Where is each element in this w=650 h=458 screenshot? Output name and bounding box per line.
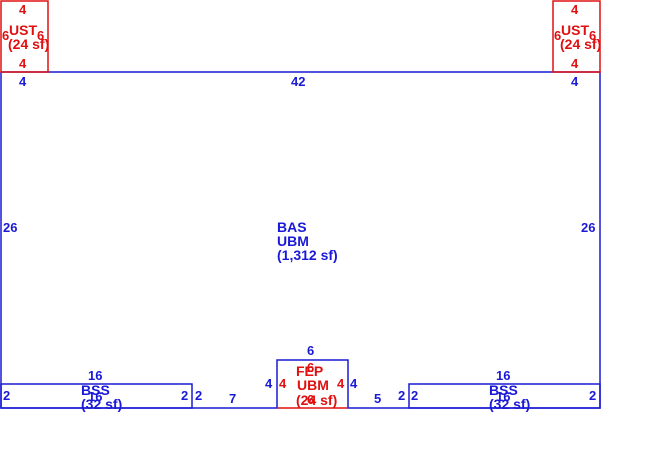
- bss-right-code-label: BSS: [489, 382, 518, 398]
- bottom-dim-left-inner: 2: [195, 388, 202, 403]
- bss-left-outline: [0, 383, 193, 409]
- bas-dim-top-right-seg: 4: [571, 74, 579, 89]
- fep-area-label: (24 sf): [296, 392, 337, 408]
- bas-type-label: UBM: [277, 233, 309, 249]
- bas-dim-top: 42: [291, 74, 305, 89]
- bss-left-dim-bottom: 16: [88, 389, 102, 404]
- ust-right-dim-bottom: 4: [571, 56, 579, 71]
- fep-dim-left-blue: 4: [265, 376, 273, 391]
- fep-dim-bottom: 6: [307, 392, 314, 407]
- ust-left-code-label: UST: [9, 22, 37, 38]
- ust-left-dim-right: 6: [37, 28, 44, 43]
- bottom-dim-right-inner: 2: [398, 388, 405, 403]
- bas-dim-top-left-seg: 4: [19, 74, 27, 89]
- ust-right-dim-left: 6: [554, 28, 561, 43]
- bas-dim-right: 26: [581, 220, 595, 235]
- fep-code-label: FEP: [296, 363, 323, 379]
- fep-type-label: UBM: [297, 377, 329, 393]
- ust-left-dim-top: 4: [19, 2, 27, 17]
- bss-right-area-label: (32 sf): [489, 396, 530, 412]
- ust-right-dim-top: 4: [571, 2, 579, 17]
- bss-right-dim-bottom: 16: [496, 389, 510, 404]
- fep-dim-left-red: 4: [279, 376, 287, 391]
- ust-right-outline: [552, 0, 601, 73]
- bss-left-dim-left: 2: [3, 388, 10, 403]
- bss-right-outline: [408, 383, 601, 409]
- bas-code-label: BAS: [277, 219, 307, 235]
- bss-left-area-label: (32 sf): [81, 396, 122, 412]
- fep-dim-right-blue: 4: [350, 376, 358, 391]
- ust-left-outline: [0, 0, 49, 73]
- fep-dim-top-blue: 6: [307, 343, 314, 358]
- bss-left-dim-top: 16: [88, 368, 102, 383]
- ust-right-code-label: UST: [561, 22, 589, 38]
- bss-right-dim-top: 16: [496, 368, 510, 383]
- bas-dim-left: 26: [3, 220, 17, 235]
- ust-right-dim-right: 6: [589, 28, 596, 43]
- ust-left-dim-left: 6: [2, 28, 9, 43]
- bss-right-dim-left: 2: [411, 388, 418, 403]
- fep-dim-right-red: 4: [337, 376, 345, 391]
- ust-right-area-label: (24 sf): [560, 36, 601, 52]
- bottom-dim-right-mid: 5: [374, 391, 381, 406]
- bas-area-label: (1,312 sf): [277, 247, 338, 263]
- fep-dim-top-red: 6: [307, 360, 314, 375]
- ust-left-area-label: (24 sf): [8, 36, 49, 52]
- bss-right-dim-right: 2: [589, 388, 596, 403]
- bottom-dim-left-mid: 7: [229, 391, 236, 406]
- ust-left-dim-bottom: 4: [19, 56, 27, 71]
- bss-left-dim-right: 2: [181, 388, 188, 403]
- bss-left-code-label: BSS: [81, 382, 110, 398]
